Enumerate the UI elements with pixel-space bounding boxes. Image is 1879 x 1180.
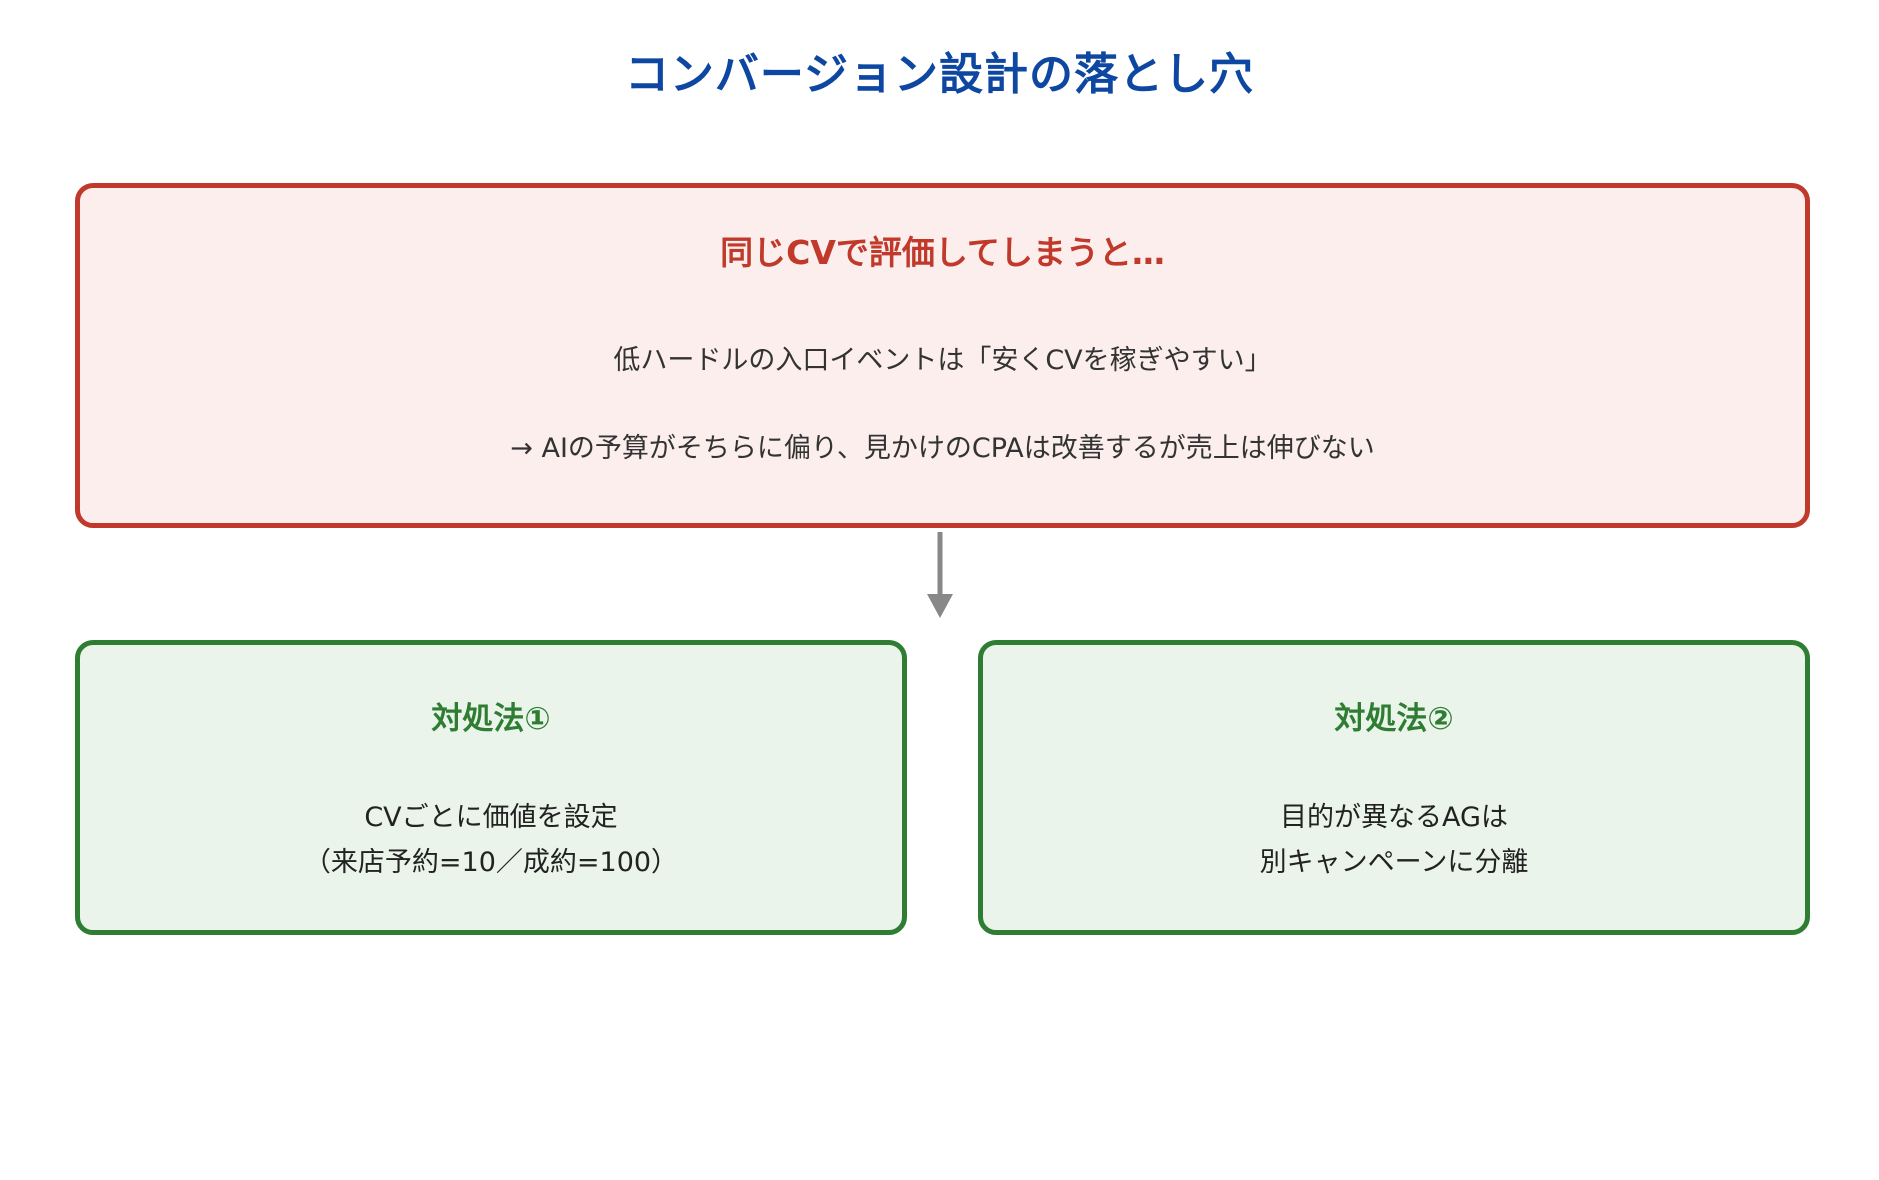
warning-line-1: 低ハードルの入口イベントは「安くCVを稼ぎやすい」 <box>613 345 1272 376</box>
warning-box: 同じCVで評価してしまうと… 低ハードルの入口イベントは「安くCVを稼ぎやすい」… <box>75 183 1810 528</box>
solution-box-2: 対処法② 目的が異なるAGは 別キャンペーンに分離 <box>978 640 1810 935</box>
solution-heading-1: 対処法① <box>431 701 551 737</box>
warning-heading: 同じCVで評価してしまうと… <box>720 233 1165 272</box>
down-arrow-icon <box>927 532 953 618</box>
solution-2-line-1: 目的が異なるAGは <box>1280 802 1508 833</box>
warning-line-2: → AIの予算がそちらに偏り、見かけのCPAは改善するが売上は伸びない <box>510 433 1375 464</box>
solution-2-line-2: 別キャンペーンに分離 <box>1259 847 1529 878</box>
solution-1-line-2: （来店予約=10／成約=100） <box>303 847 679 878</box>
solution-box-1: 対処法① CVごとに価値を設定 （来店予約=10／成約=100） <box>75 640 907 935</box>
solution-heading-2: 対処法② <box>1334 701 1454 737</box>
solution-1-line-1: CVごとに価値を設定 <box>364 802 618 833</box>
page-title: コンバージョン設計の落とし穴 <box>624 49 1255 100</box>
